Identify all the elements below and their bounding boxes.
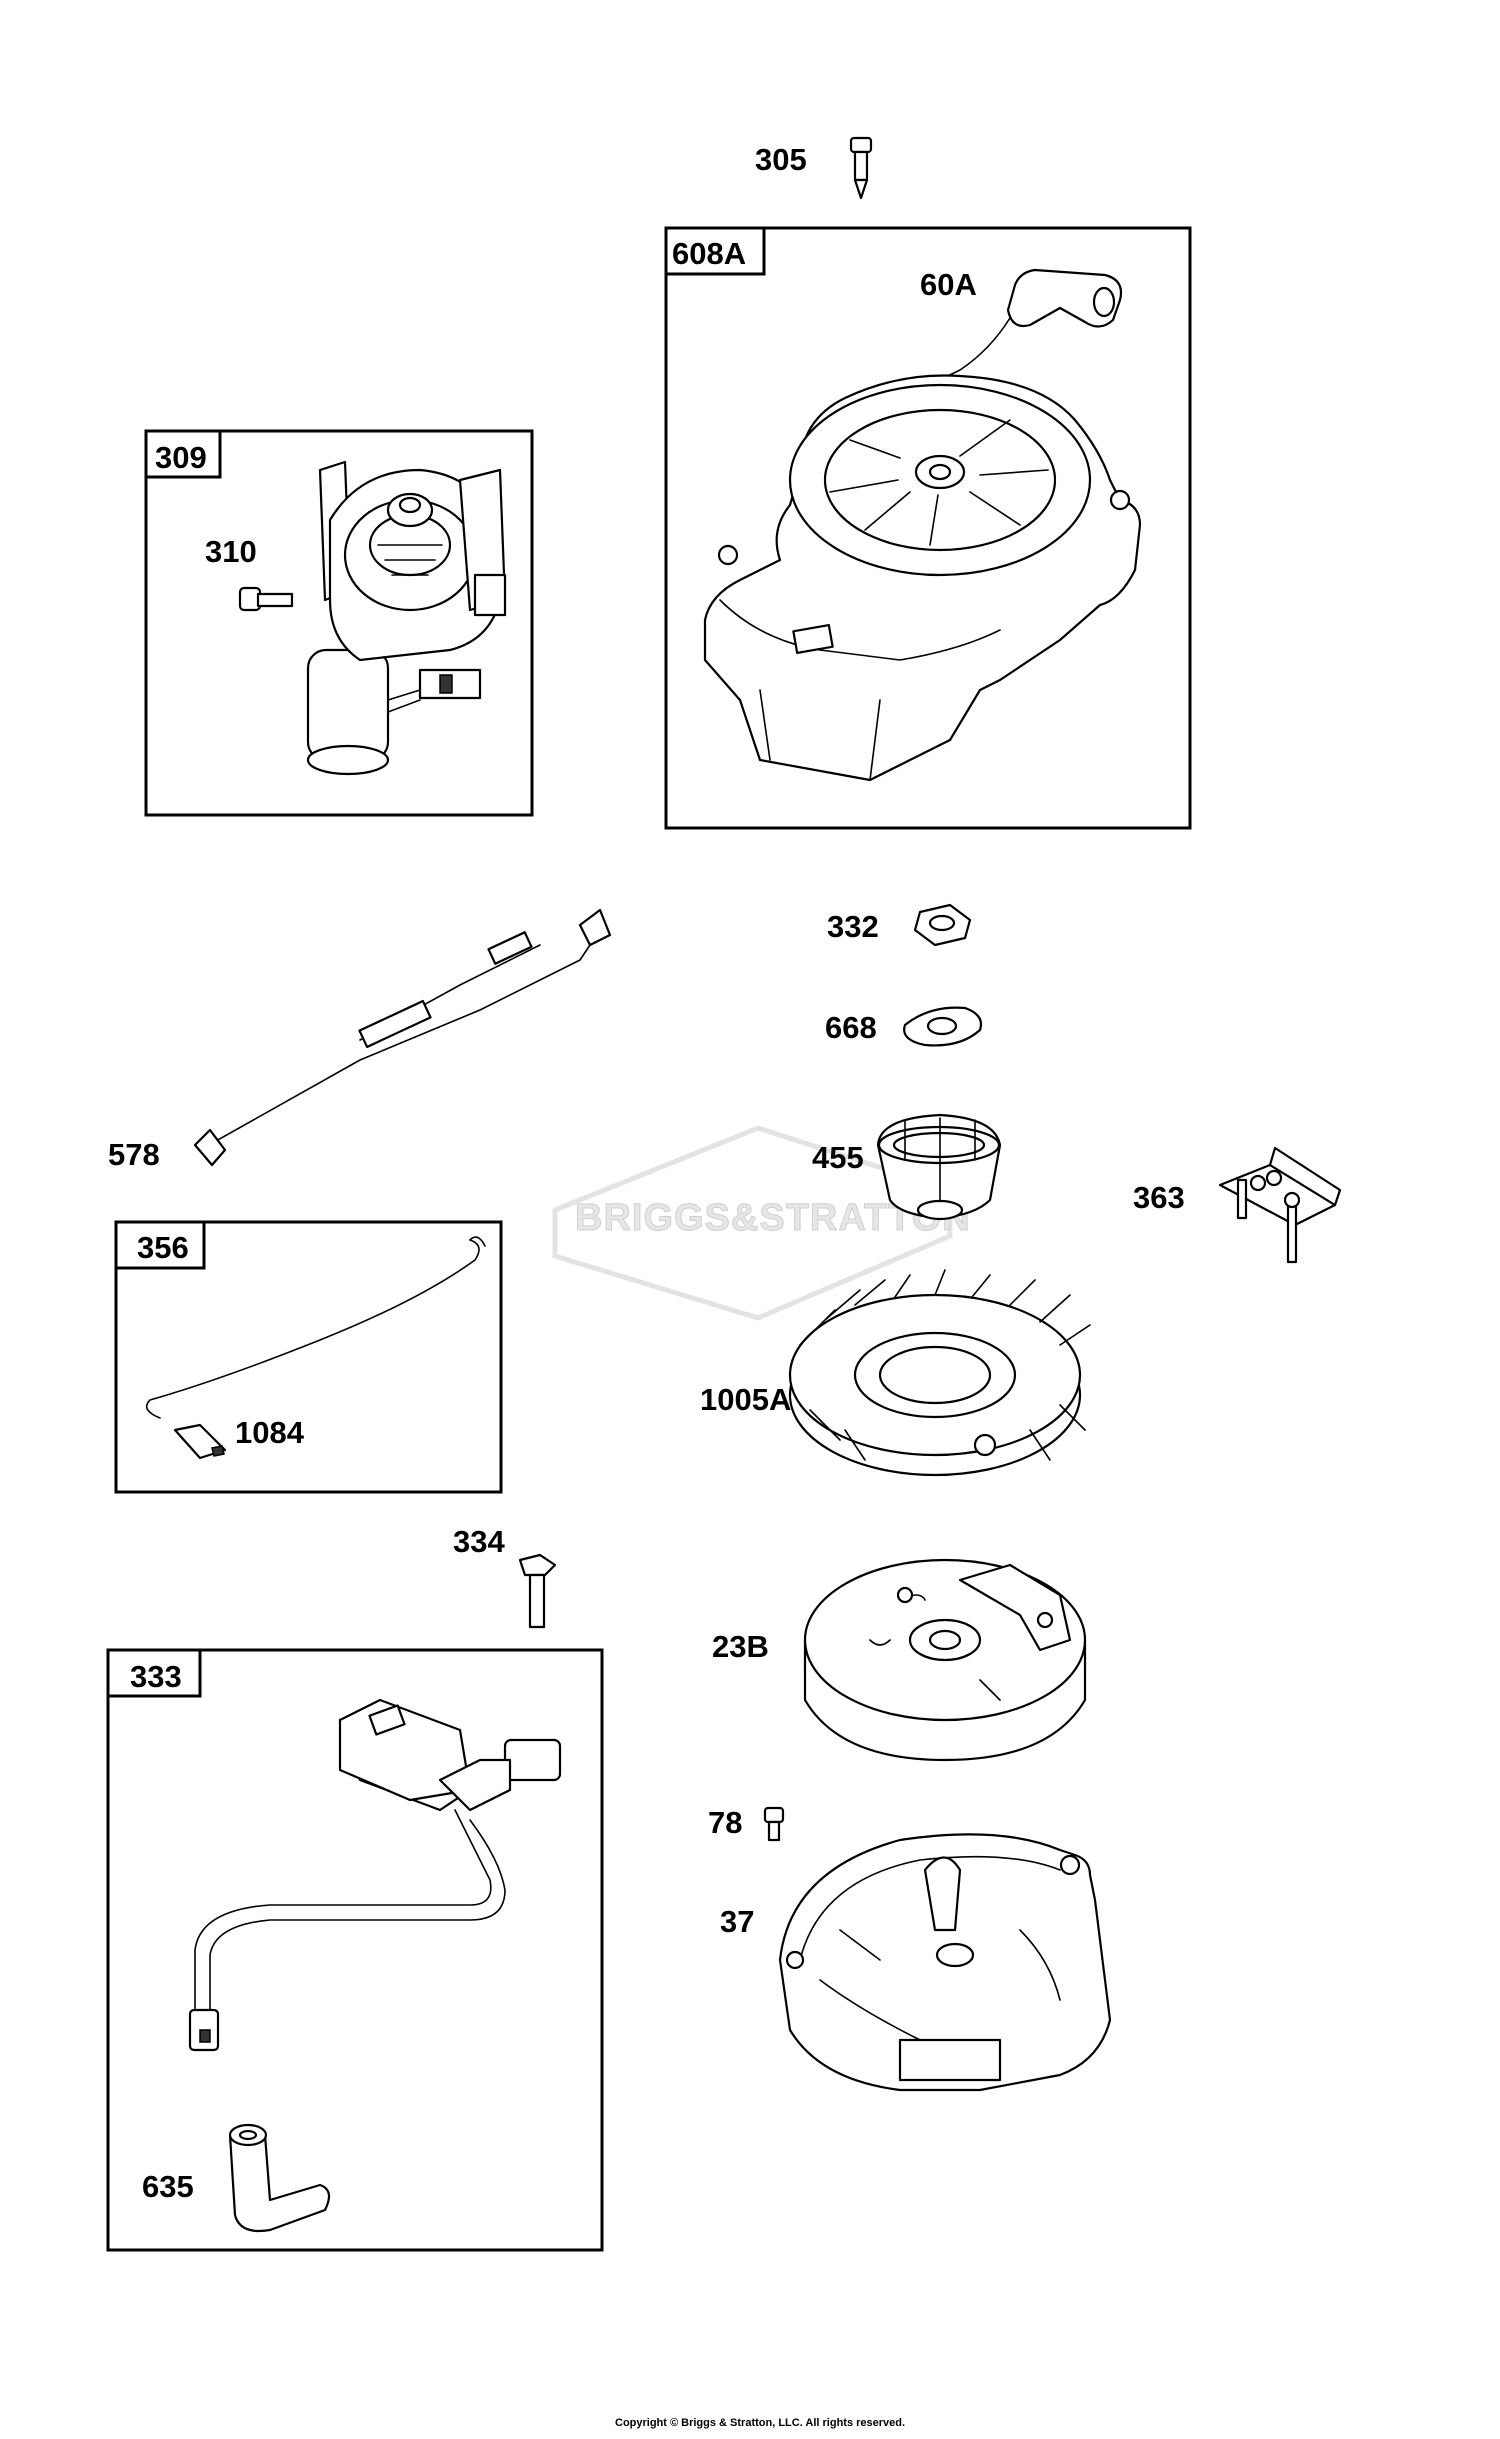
label-1005A: 1005A — [700, 1382, 791, 1417]
label-78: 78 — [708, 1805, 742, 1840]
box-label-309: 309 — [155, 440, 207, 475]
label-310: 310 — [205, 534, 257, 569]
flywheel-23B-icon — [803, 1558, 1087, 1762]
spark-plug-boot-635-icon — [228, 2123, 331, 2233]
label-635: 635 — [142, 2169, 194, 2204]
label-332: 332 — [827, 909, 879, 944]
label-334: 334 — [453, 1524, 505, 1559]
flywheel-fan-1005A-icon — [788, 1269, 1091, 1477]
recoil-starter-icon — [703, 268, 1142, 782]
copyright-text: Copyright © Briggs & Stratton, LLC. All … — [615, 2417, 905, 2429]
ground-wire-1084-icon — [145, 1236, 486, 1460]
screw-305-icon — [849, 136, 873, 200]
nut-332-icon — [913, 903, 972, 947]
bracket-363-icon — [1218, 1146, 1342, 1264]
label-668: 668 — [825, 1010, 877, 1045]
box-309 — [144, 429, 534, 817]
label-455: 455 — [812, 1140, 864, 1175]
box-608A — [664, 226, 1192, 830]
box-309-tag — [144, 429, 222, 479]
blower-housing-37-icon — [778, 1833, 1112, 2092]
bolt-310-icon — [238, 586, 294, 612]
label-363: 363 — [1133, 1180, 1185, 1215]
bolt-334-icon — [518, 1553, 557, 1629]
box-333-tag — [106, 1648, 202, 1698]
wiring-harness-578-icon — [193, 908, 612, 1167]
label-60A: 60A — [920, 267, 977, 302]
box-356 — [114, 1220, 503, 1494]
box-label-608A: 608A — [672, 236, 746, 271]
box-label-333: 333 — [130, 1659, 182, 1694]
box-label-356: 356 — [137, 1230, 189, 1265]
ignition-coil-333-icon — [188, 1698, 562, 2052]
clutch-455-icon — [876, 1113, 1002, 1221]
screw-78-icon — [763, 1806, 785, 1842]
washer-668-icon — [903, 1006, 983, 1047]
starter-motor-icon — [306, 460, 507, 776]
label-37: 37 — [720, 1904, 754, 1939]
box-356-tag — [114, 1220, 206, 1270]
box-608A-tag — [664, 226, 766, 276]
label-578: 578 — [108, 1137, 160, 1172]
label-305: 305 — [755, 142, 807, 177]
box-333 — [106, 1648, 604, 2252]
label-1084: 1084 — [235, 1415, 305, 1450]
label-23B: 23B — [712, 1629, 769, 1664]
